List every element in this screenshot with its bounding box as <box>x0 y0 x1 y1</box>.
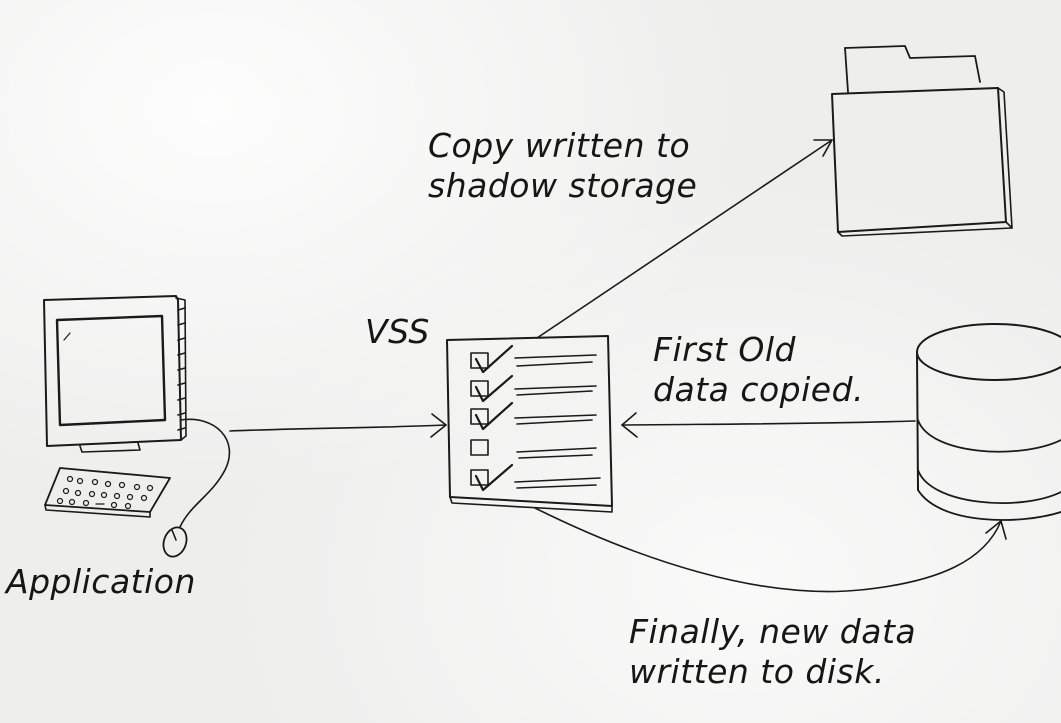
arrow-vss-to-disk <box>534 507 1007 593</box>
arrow-app-to-vss <box>229 413 447 438</box>
arrow-disk-to-vss <box>621 412 916 438</box>
new-data-written-label: Finally, new data written to disk. <box>629 612 917 691</box>
computer-icon <box>43 295 231 558</box>
application-label: Application <box>6 562 196 601</box>
arrow-vss-to-folder <box>536 139 833 339</box>
folder-icon <box>831 45 1013 237</box>
vss-label: VSS <box>365 312 430 351</box>
old-data-copied-label: First Old data copied. <box>653 330 865 409</box>
copy-shadow-label: Copy written to shadow storage <box>428 126 698 205</box>
database-icon <box>916 323 1061 521</box>
checklist-icon <box>446 335 613 513</box>
